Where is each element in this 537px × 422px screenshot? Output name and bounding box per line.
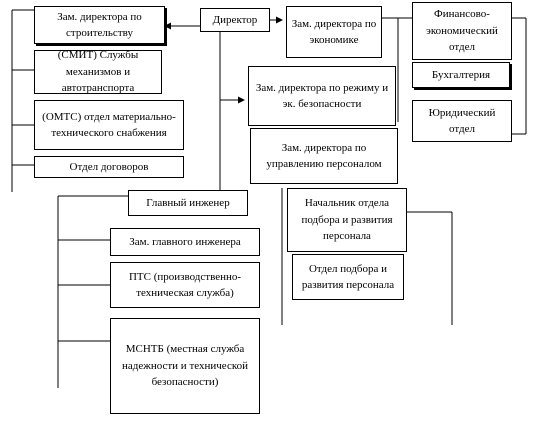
omts-box: (ОМТС) отдел материально-технического сн… [34,100,184,150]
accounting-box: Бухгалтерия [412,62,510,88]
head-recruitment-box: Начальник отдела подбора и развития перс… [287,188,407,252]
deputy-construction-box: Зам. директора по строительству [34,6,165,44]
deputy-chief-engineer-box: Зам. главного инженера [110,228,260,256]
contracts-dept-box: Отдел договоров [34,156,184,178]
director-box: Директор [200,8,270,32]
finance-dept-box: Финансово-экономический отдел [412,2,512,60]
chief-engineer-box: Главный инженер [128,190,248,216]
deputy-economics-box: Зам. директора по экономике [286,6,382,58]
deputy-security-box: Зам. директора по режиму и эк. безопасно… [248,66,396,126]
msntb-box: МСНТБ (местная служба надежности и техни… [110,318,260,414]
legal-dept-box: Юридический отдел [412,100,512,142]
pts-box: ПТС (производственно-техническая служба) [110,262,260,308]
smit-box: (СМИТ) Службы механизмов и автотранспорт… [34,49,162,94]
recruitment-dept-box: Отдел подбора и развития персонала [292,254,404,300]
deputy-hr-box: Зам. директора по управлению персоналом [250,128,398,184]
